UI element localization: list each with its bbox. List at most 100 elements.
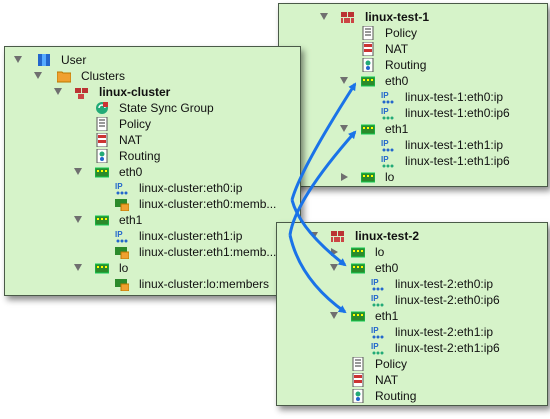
- eth0-label: eth0: [375, 261, 399, 275]
- interface-icon: [95, 167, 109, 178]
- eth1-ip-label: linux-test-1:eth1:ip: [405, 138, 504, 152]
- eth0-ip-label: linux-test-2:eth0:ip: [395, 277, 494, 291]
- svg-text:IP: IP: [381, 91, 389, 100]
- tree-panel-clusters: User Clusters linux-cluster State Sync G…: [4, 46, 301, 296]
- eth1-ip6-label: linux-test-1:eth1:ip6: [405, 154, 510, 168]
- disclosure-triangle-icon[interactable]: [73, 212, 83, 228]
- disclosure-triangle-icon[interactable]: [339, 121, 349, 137]
- ipv6-address-icon: IP: [381, 155, 394, 168]
- disclosure-triangle-icon[interactable]: [329, 260, 339, 276]
- eth1-label: eth1: [385, 122, 409, 136]
- policy-label: Policy: [119, 117, 152, 131]
- eth0-label: eth0: [119, 165, 143, 179]
- state-sync-icon: [96, 102, 108, 114]
- disclosure-triangle-icon[interactable]: [309, 228, 319, 244]
- interface-icon: [361, 124, 375, 135]
- disclosure-triangle-icon[interactable]: [13, 52, 23, 68]
- state-sync-label: State Sync Group: [119, 101, 214, 115]
- policy-icon: [362, 26, 374, 40]
- ip-address-icon: IP: [381, 91, 394, 104]
- cluster-label: linux-cluster: [99, 85, 171, 99]
- disclosure-triangle-icon[interactable]: [339, 169, 349, 185]
- interface-icon: [95, 263, 109, 274]
- svg-text:IP: IP: [381, 155, 389, 164]
- ip-address-icon: IP: [371, 278, 384, 291]
- eth1-ip6-label: linux-test-2:eth1:ip6: [395, 341, 500, 355]
- svg-text:IP: IP: [371, 278, 379, 287]
- disclosure-triangle-icon[interactable]: [329, 308, 339, 324]
- routing-icon: [352, 389, 364, 403]
- policy-icon: [352, 357, 364, 371]
- firewall-icon: [331, 231, 344, 242]
- eth1-ip-label: linux-test-2:eth1:ip: [395, 325, 494, 339]
- nat-icon: [96, 133, 108, 147]
- eth1-label: eth1: [375, 309, 399, 323]
- disclosure-triangle-icon[interactable]: [339, 73, 349, 89]
- interface-icon: [95, 215, 109, 226]
- library-icon: [38, 54, 50, 66]
- disclosure-triangle-icon[interactable]: [73, 164, 83, 180]
- svg-text:IP: IP: [371, 342, 379, 351]
- svg-text:IP: IP: [115, 230, 123, 239]
- disclosure-triangle-icon[interactable]: [329, 244, 339, 260]
- cluster-icon: [75, 88, 88, 99]
- svg-text:IP: IP: [115, 182, 123, 191]
- lo-label: lo: [375, 245, 385, 259]
- nat-icon: [362, 42, 374, 56]
- routing-label: Routing: [375, 389, 417, 403]
- routing-label: Routing: [119, 149, 161, 163]
- user-label: User: [61, 53, 87, 67]
- eth0-ip6-label: linux-test-2:eth0:ip6: [395, 293, 500, 307]
- interface-members-icon: [115, 279, 129, 291]
- disclosure-triangle-icon[interactable]: [33, 68, 43, 84]
- interface-members-icon: [115, 199, 129, 211]
- ip-address-icon: IP: [115, 230, 128, 243]
- firewall-icon: [341, 12, 354, 23]
- eth0-members-label: linux-cluster:eth0:memb...: [139, 197, 277, 211]
- policy-label: Policy: [375, 357, 408, 371]
- nat-label: NAT: [375, 373, 399, 387]
- host-label: linux-test-2: [355, 229, 420, 243]
- routing-icon: [96, 149, 108, 163]
- disclosure-triangle-icon[interactable]: [53, 84, 63, 100]
- routing-icon: [362, 58, 374, 72]
- eth0-label: eth0: [385, 74, 409, 88]
- clusters-label: Clusters: [81, 69, 126, 83]
- interface-icon: [351, 247, 365, 258]
- ip-address-icon: IP: [115, 182, 128, 195]
- lo-label: lo: [385, 170, 395, 184]
- ipv6-address-icon: IP: [381, 107, 394, 120]
- eth1-members-label: linux-cluster:eth1:memb...: [139, 245, 277, 259]
- svg-text:IP: IP: [371, 326, 379, 335]
- lo-label: lo: [119, 261, 129, 275]
- eth0-ip-label: linux-cluster:eth0:ip: [139, 181, 243, 195]
- ip-address-icon: IP: [381, 139, 394, 152]
- nat-icon: [352, 373, 364, 387]
- eth0-ip6-label: linux-test-1:eth0:ip6: [405, 106, 510, 120]
- svg-text:IP: IP: [371, 294, 379, 303]
- disclosure-triangle-icon[interactable]: [319, 9, 329, 25]
- eth1-label: eth1: [119, 213, 143, 227]
- nat-label: NAT: [119, 133, 143, 147]
- ipv6-address-icon: IP: [371, 342, 384, 355]
- host-label: linux-test-1: [365, 10, 430, 24]
- tree-node-host[interactable]: linux-test-1: [279, 9, 547, 25]
- eth0-ip-label: linux-test-1:eth0:ip: [405, 90, 504, 104]
- policy-label: Policy: [385, 26, 418, 40]
- policy-icon: [96, 117, 108, 131]
- interface-icon: [361, 76, 375, 87]
- tree-panel-linux-test-1: linux-test-1 Policy NAT Routing eth0 IP …: [278, 3, 548, 187]
- lo-members-label: linux-cluster:lo:members: [139, 277, 270, 291]
- eth1-ip-label: linux-cluster:eth1:ip: [139, 229, 243, 243]
- svg-text:IP: IP: [381, 107, 389, 116]
- svg-text:IP: IP: [381, 139, 389, 148]
- interface-icon: [351, 263, 365, 274]
- tree-panel-linux-test-2: linux-test-2 lo eth0 IP linux-test-2:eth…: [276, 222, 548, 406]
- interface-icon: [351, 311, 365, 322]
- disclosure-triangle-icon[interactable]: [73, 260, 83, 276]
- nat-label: NAT: [385, 42, 409, 56]
- ip-address-icon: IP: [371, 326, 384, 339]
- ipv6-address-icon: IP: [371, 294, 384, 307]
- interface-icon: [361, 172, 375, 183]
- routing-label: Routing: [385, 58, 427, 72]
